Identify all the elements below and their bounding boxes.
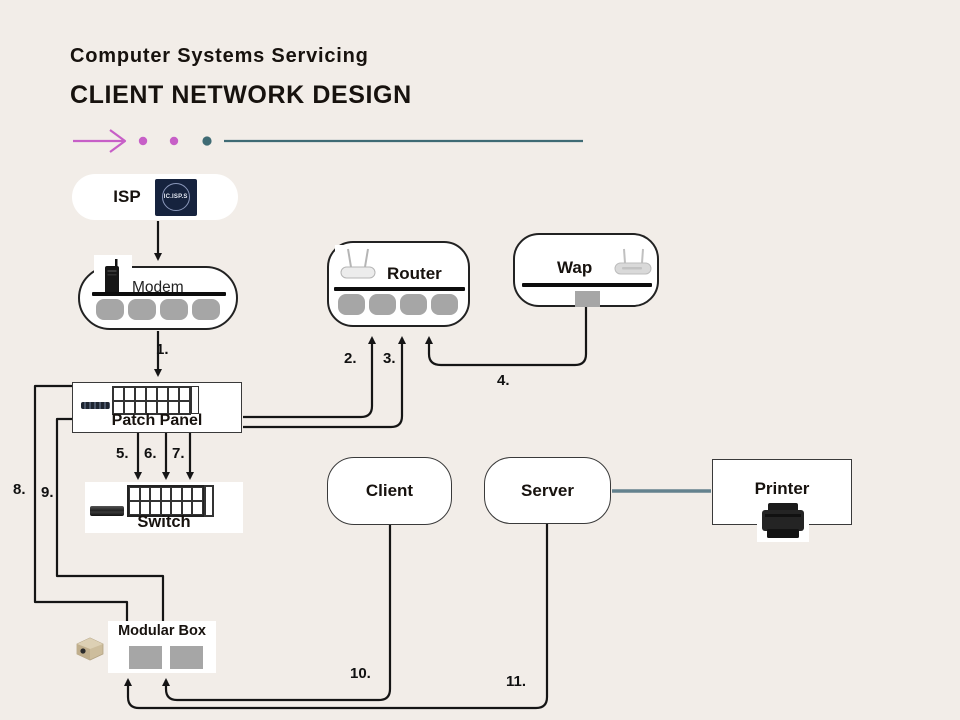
node-client: Client: [327, 457, 452, 525]
patch-panel-label: Patch Panel: [111, 412, 203, 429]
port: [575, 291, 600, 307]
patch-panel-end-port: [191, 386, 199, 414]
wap-divider: [522, 283, 652, 287]
modem-ports: [96, 299, 220, 320]
printer-label: Printer: [754, 479, 810, 498]
modem-label: Modem: [132, 279, 184, 296]
patch-panel-device-icon: [81, 402, 110, 409]
surface-mount-box-icon: [74, 634, 106, 664]
modular-box-label: Modular Box: [118, 623, 206, 639]
modem-divider: [92, 292, 226, 296]
connection-label-11: 11.: [506, 673, 527, 690]
port: [96, 299, 124, 320]
modular-box-port: [170, 646, 203, 669]
port: [338, 294, 365, 315]
connection-label-7: 7.: [172, 445, 185, 462]
wap-label: Wap: [557, 258, 593, 277]
node-patch-panel: Patch Panel: [72, 382, 242, 433]
client-label: Client: [365, 481, 414, 500]
patch-panel-port-grid: [112, 386, 191, 415]
decorative-dot: [169, 136, 179, 146]
port: [160, 299, 188, 320]
connection-label-3: 3.: [383, 350, 396, 367]
wireless-router-icon: [335, 245, 379, 285]
node-router: Router: [327, 241, 470, 327]
connection-label-2: 2.: [344, 350, 357, 367]
node-modem: Modem: [78, 255, 238, 330]
page-title: CLIENT NETWORK DESIGN: [70, 81, 412, 109]
modular-box-port: [129, 646, 162, 669]
decorative-dot: [138, 136, 148, 146]
course-subtitle: Computer Systems Servicing: [70, 45, 369, 67]
port: [128, 299, 156, 320]
decorative-arrow-icon: [73, 129, 127, 153]
router-divider: [334, 287, 465, 291]
switch-end-port: [204, 485, 214, 517]
port: [369, 294, 396, 315]
isp-logo-ring: [161, 183, 190, 211]
modem-device-icon: [94, 255, 132, 299]
connection-label-10: 10.: [350, 665, 371, 682]
decorative-dot: [202, 136, 212, 146]
connection-label-6: 6.: [144, 445, 157, 462]
connection-label-8: 8.: [13, 481, 26, 498]
wire-11-server-modularbox: [124, 524, 549, 710]
node-switch: Switch: [85, 482, 243, 533]
node-wap: Wap: [513, 233, 659, 307]
connection-label-9: 9.: [41, 484, 54, 501]
connection-label-1: 1.: [156, 341, 169, 358]
isp-globe-logo-icon: IC.ISP.S: [154, 178, 197, 216]
router-label: Router: [387, 264, 442, 283]
server-label: Server: [521, 480, 574, 500]
node-server: Server: [484, 457, 611, 524]
node-modular-box: Modular Box: [76, 621, 216, 673]
access-point-icon: [610, 247, 655, 279]
switch-label: Switch: [137, 513, 191, 531]
printer-device-icon: [757, 502, 809, 542]
isp-label: ISP: [113, 187, 141, 206]
wire-3-patchpanel-router: [243, 336, 406, 429]
node-isp: ISP IC.ISP.S: [72, 174, 238, 220]
router-ports: [338, 294, 458, 315]
port: [192, 299, 220, 320]
connection-label-4: 4.: [497, 372, 510, 389]
port: [431, 294, 458, 315]
port: [400, 294, 427, 315]
connection-label-5: 5.: [116, 445, 129, 462]
node-printer: Printer: [712, 459, 852, 542]
